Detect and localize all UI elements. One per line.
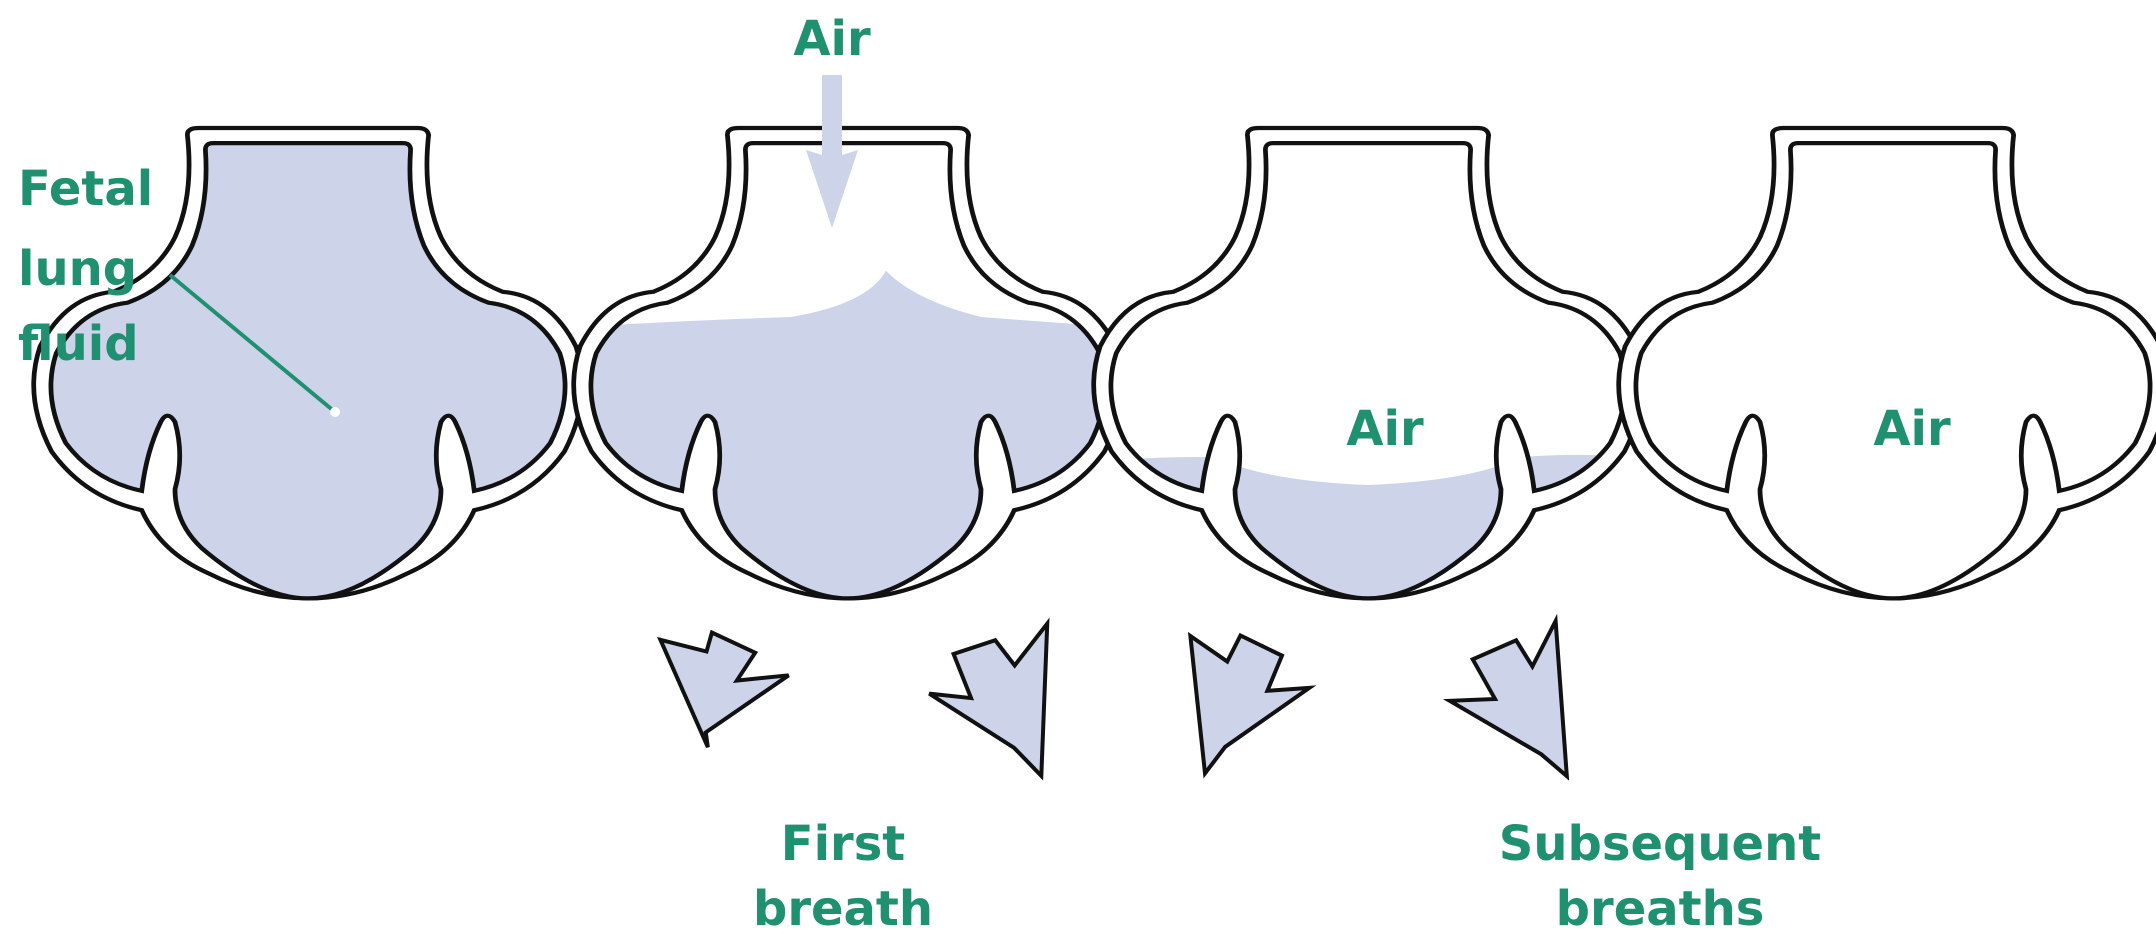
outflow-arrow-left-1 [660,623,797,752]
label-air-stage4: Air [1873,401,1951,457]
label-air-inflow: Air [793,11,871,67]
label-fetal-line1: Fetal [18,161,153,217]
label-subsequent-line2: breaths [1556,881,1765,935]
fluid-outflow-arrows-first-breath [660,612,1057,776]
label-first-breath-line1: First [781,816,905,872]
alveolus-stage-2-first-breath [544,128,1152,666]
label-first-breath-line2: breath [753,881,933,935]
fetal-fluid-pointer-dot [330,407,340,417]
label-fetal-line3: fluid [18,316,139,372]
label-fetal-line2: lung [18,241,137,297]
outflow-arrow-right-1 [922,612,1057,776]
alveolus-stage-4-clear [1619,128,2156,598]
label-subsequent-line1: Subsequent [1499,816,1821,872]
label-air-stage3: Air [1346,401,1424,457]
outflow-arrow-left-2 [1190,628,1314,774]
lung-fluid-fill [544,271,1152,666]
outflow-arrow-right-2 [1445,614,1577,776]
alveolus-stage-3-partial [1064,128,1672,666]
fluid-outflow-arrows-subsequent [1190,614,1577,776]
